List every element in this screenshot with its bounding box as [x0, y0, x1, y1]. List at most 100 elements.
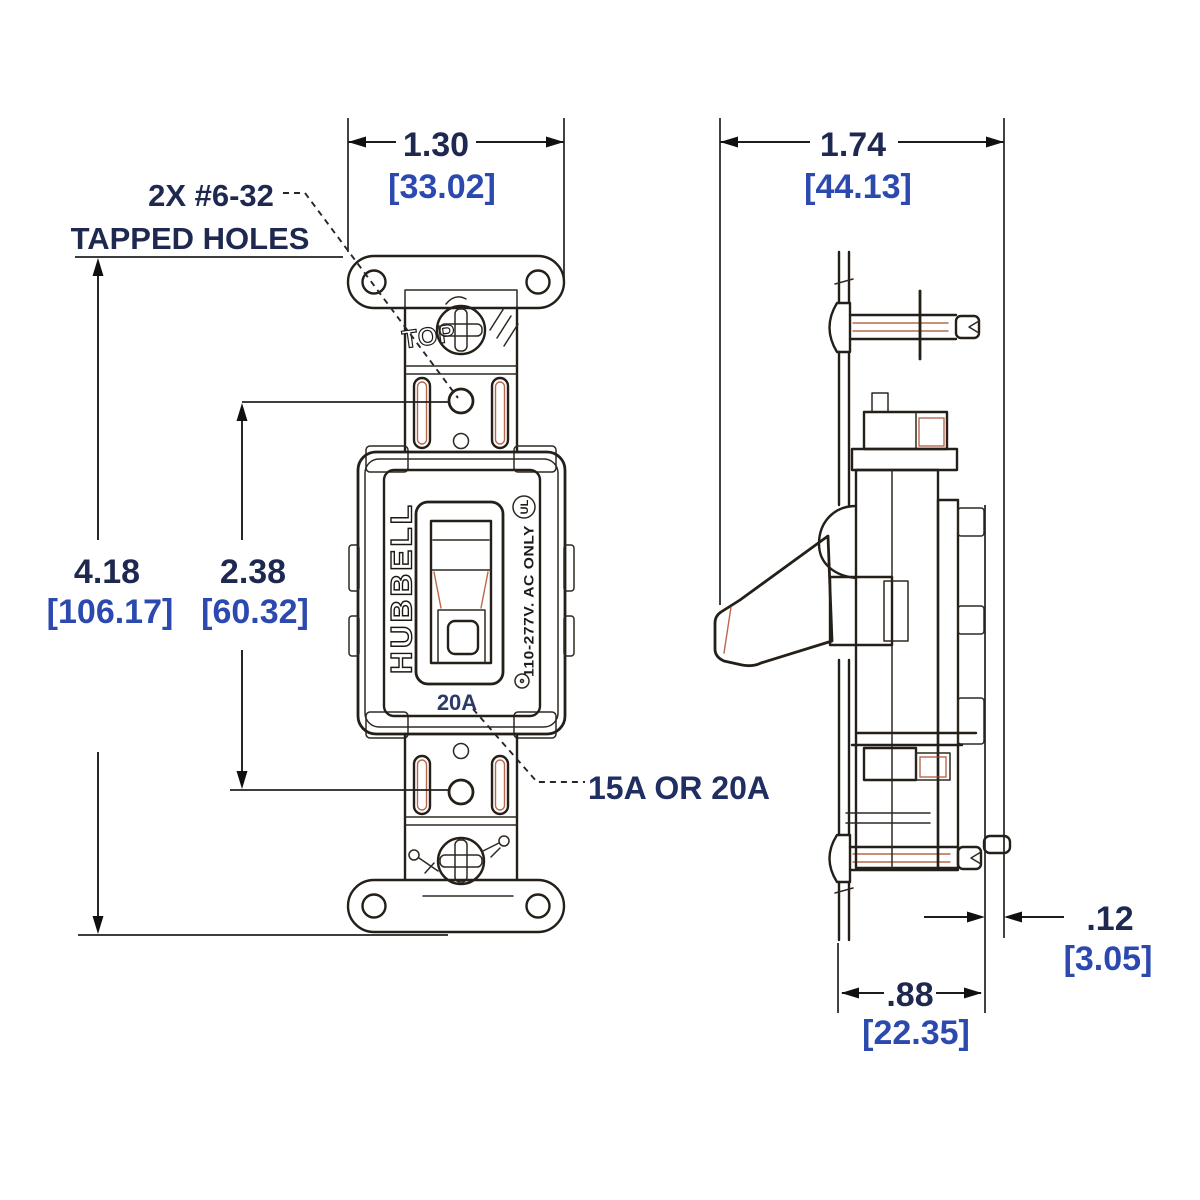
screw-slot-horizontal: [439, 854, 483, 868]
screw-slot-horizontal: [439, 323, 483, 337]
mounting-ear-hole-bottom-left: [361, 893, 387, 919]
pilot-hole-top: [452, 432, 470, 450]
dimension-side-depth: 1.74 [44.13]: [719, 118, 1005, 1013]
body-side-bump-left-2: [348, 615, 360, 657]
body-depth-value-in: .88: [886, 976, 933, 1014]
housing-block: [854, 468, 940, 870]
wire-loop-left: [408, 849, 420, 861]
mounting-ear-hole-top-right: [525, 269, 551, 295]
screw-tip-notch: [970, 851, 982, 865]
strap-step-lines-top: [404, 365, 518, 375]
front-strap-upper-sides: [403, 306, 519, 454]
mounting-screw-top: [435, 296, 487, 356]
lower-shelf-lines: [850, 731, 978, 747]
switch-body-side: [713, 392, 1012, 870]
arrowhead-right: [986, 136, 1004, 148]
front-top-strap-bar: [346, 254, 566, 310]
body-side-bump-right-1: [563, 544, 575, 592]
toggle-lever-side: [713, 534, 834, 668]
slot-left-inner: [416, 381, 428, 445]
toggle-angle-lines: [433, 571, 489, 609]
tapped-holes-label-line2: TAPPED HOLES: [71, 221, 310, 256]
mounting-ear-hole-bottom-right: [525, 893, 551, 919]
arrowhead-left: [348, 136, 366, 148]
mounting-screw-side-top: [828, 289, 981, 361]
strap-offset-value-in: .12: [1086, 900, 1133, 938]
top-plate: [850, 447, 959, 472]
front-bump-2: [957, 605, 985, 635]
tapped-hole-bottom: [447, 778, 475, 806]
switch-body: HUBBELL UL 110-277V. AC ONLY 20A: [348, 445, 575, 739]
height-value-mm: [106.17]: [47, 593, 174, 631]
amperage-label: 15A OR 20A: [588, 770, 770, 806]
wire-lead-right: [482, 842, 501, 858]
lower-terminal-block: [862, 746, 918, 782]
body-outline: [356, 450, 567, 736]
toggle-lower-face: [446, 619, 480, 656]
voltage-marking: 110-277V. AC ONLY: [522, 525, 537, 677]
width-value-mm: [33.02]: [388, 168, 496, 206]
body-face-plate: [382, 468, 542, 718]
side-view-device: [713, 250, 1012, 942]
strap-slots-top: [412, 376, 510, 450]
slot-right-inner: [494, 381, 506, 445]
toggle-shaft-inner: [883, 580, 909, 642]
strap-step-lines-bottom: [404, 816, 518, 826]
toggle-shaft: [828, 575, 894, 647]
height-value-in: 4.18: [74, 553, 140, 591]
dimension-body-depth: .88 [22.35]: [841, 976, 982, 1052]
extension-lines: [230, 401, 450, 791]
screw-tip: [954, 314, 981, 340]
front-bump-1: [957, 507, 985, 537]
hole-spacing-value-mm: [60.32]: [201, 593, 309, 631]
toggle-face-lines: [430, 539, 492, 664]
strap-break-ticks: [834, 278, 854, 894]
body-side-bump-right-2: [563, 615, 575, 657]
lower-terminal-outer: [915, 752, 951, 781]
toggle-switch-front: [414, 500, 505, 686]
mounting-strap-profile: [837, 250, 851, 942]
dimension-front-height: 4.18 [106.17]: [47, 256, 448, 936]
tapped-hole-top: [447, 387, 475, 415]
arrowhead-left: [720, 136, 738, 148]
width-value-in: 1.30: [403, 126, 469, 164]
side-pin: [982, 834, 1012, 855]
arrowhead-down: [92, 916, 104, 934]
ul-marking: UL: [519, 499, 531, 514]
toggle-frame: [414, 500, 505, 686]
arrowhead-up: [92, 258, 104, 276]
certification-mark-circle: [514, 673, 530, 689]
knurl-hatch-marks-top: [489, 307, 519, 347]
screw-wire-hook: [445, 296, 467, 305]
screw-tip: [956, 845, 983, 871]
screw-head-circle: [436, 836, 486, 886]
wire-loop-right: [498, 835, 510, 847]
screw-tip-notch: [968, 320, 980, 334]
slot-right: [490, 376, 510, 450]
extension-lines: [75, 256, 448, 936]
arrowhead-left: [841, 987, 859, 999]
slot-left: [412, 376, 432, 450]
extension-lines: [347, 118, 565, 278]
body-inner-outline: [364, 458, 559, 728]
slot-right-inner: [494, 759, 506, 811]
strap-offset-value-mm: [3.05]: [1064, 940, 1153, 978]
dimension-hole-spacing: 2.38 [60.32]: [201, 401, 450, 791]
callout-tapped-holes: 2X #6-32 TAPPED HOLES: [71, 178, 459, 399]
screw-shaft: [848, 313, 958, 341]
front-view-device: TOP HUBBEL: [346, 254, 575, 934]
toggle-well: [429, 519, 493, 665]
strap-slots-bottom: [412, 754, 510, 816]
lower-bracket-lines: [845, 812, 931, 824]
arrowhead-down: [236, 771, 248, 789]
depth-value-in: 1.74: [820, 126, 886, 164]
pilot-hole-bottom: [452, 742, 470, 760]
upper-tab: [871, 392, 889, 413]
lower-terminal-inner: [919, 756, 947, 778]
certification-mark-dot: [519, 678, 525, 684]
dimension-front-width: 1.30 [33.02]: [347, 118, 565, 278]
arrowhead-left: [1004, 911, 1022, 923]
pivot-dome: [817, 504, 858, 580]
